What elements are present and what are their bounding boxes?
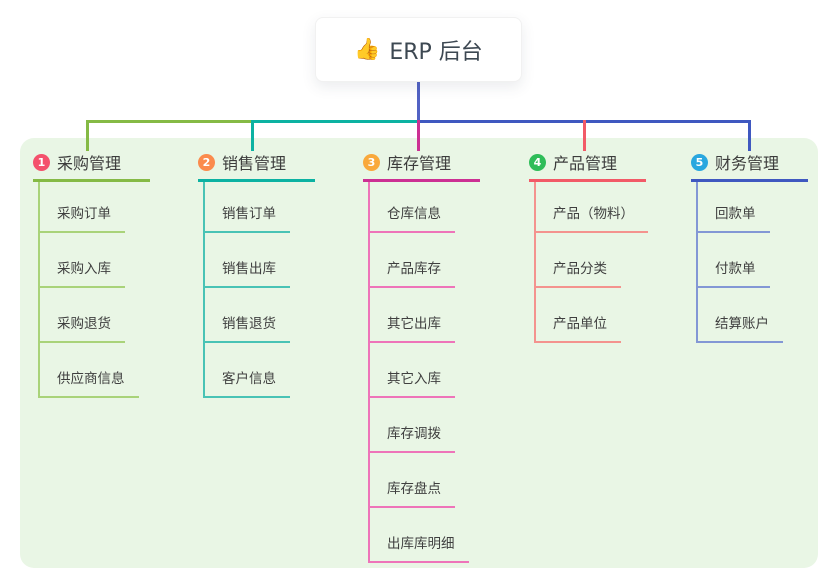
root-node[interactable]: 👍 ERP 后台 [315, 17, 522, 82]
child-node[interactable]: 出库库明细 [369, 535, 469, 563]
branch-drop-line-2 [251, 120, 254, 151]
child-node[interactable]: 付款单 [697, 260, 770, 288]
branch-column-line-2 [203, 181, 205, 398]
branch-column-line-1 [38, 181, 40, 398]
child-node[interactable]: 产品库存 [369, 260, 455, 288]
child-node[interactable]: 采购订单 [39, 205, 125, 233]
branch-label: 销售管理 [222, 154, 287, 173]
branch-number-badge: 1 [33, 153, 50, 171]
child-node[interactable]: 销售退货 [204, 315, 290, 343]
branch-number-badge: 5 [691, 153, 708, 171]
child-node[interactable]: 销售订单 [204, 205, 290, 233]
branch-drop-line-3 [417, 120, 420, 151]
thumbs-up-icon: 👍 [354, 37, 381, 61]
branch-drop-line-5 [748, 120, 751, 151]
child-node[interactable]: 回款单 [697, 205, 770, 233]
bus-segment-green [86, 120, 251, 123]
child-node[interactable]: 销售出库 [204, 260, 290, 288]
root-node-label: ERP 后台 [389, 39, 483, 65]
child-node[interactable]: 库存调拨 [369, 425, 455, 453]
child-node[interactable]: 仓库信息 [369, 205, 455, 233]
branch-number-badge: 3 [363, 153, 380, 171]
child-node[interactable]: 其它出库 [369, 315, 455, 343]
child-node[interactable]: 产品（物料） [535, 205, 648, 233]
branch-header-3[interactable]: 3 库存管理 [363, 150, 480, 182]
bus-segment-teal [251, 120, 417, 123]
child-node[interactable]: 其它入库 [369, 370, 455, 398]
child-node[interactable]: 产品分类 [535, 260, 621, 288]
child-node[interactable]: 客户信息 [204, 370, 290, 398]
child-node[interactable]: 产品单位 [535, 315, 621, 343]
branch-label: 采购管理 [57, 154, 122, 173]
branch-label: 库存管理 [387, 154, 452, 173]
child-node[interactable]: 库存盘点 [369, 480, 455, 508]
branch-number-badge: 2 [198, 153, 215, 171]
branch-header-1[interactable]: 1 采购管理 [33, 150, 150, 182]
child-node[interactable]: 采购入库 [39, 260, 125, 288]
child-node[interactable]: 供应商信息 [39, 370, 139, 398]
branch-column-line-4 [534, 181, 536, 343]
branch-header-4[interactable]: 4 产品管理 [529, 150, 646, 182]
branch-label: 产品管理 [553, 154, 618, 173]
root-connector-line [417, 80, 420, 123]
child-node[interactable]: 结算账户 [697, 315, 783, 343]
branch-column-line-5 [696, 181, 698, 343]
child-node[interactable]: 采购退货 [39, 315, 125, 343]
branch-drop-line-4 [583, 120, 586, 151]
mindmap-panel [20, 138, 818, 568]
branch-label: 财务管理 [715, 154, 780, 173]
branch-column-line-3 [368, 181, 370, 563]
branch-number-badge: 4 [529, 153, 546, 171]
branch-drop-line-1 [86, 120, 89, 151]
branch-header-5[interactable]: 5 财务管理 [691, 150, 808, 182]
branch-header-2[interactable]: 2 销售管理 [198, 150, 315, 182]
